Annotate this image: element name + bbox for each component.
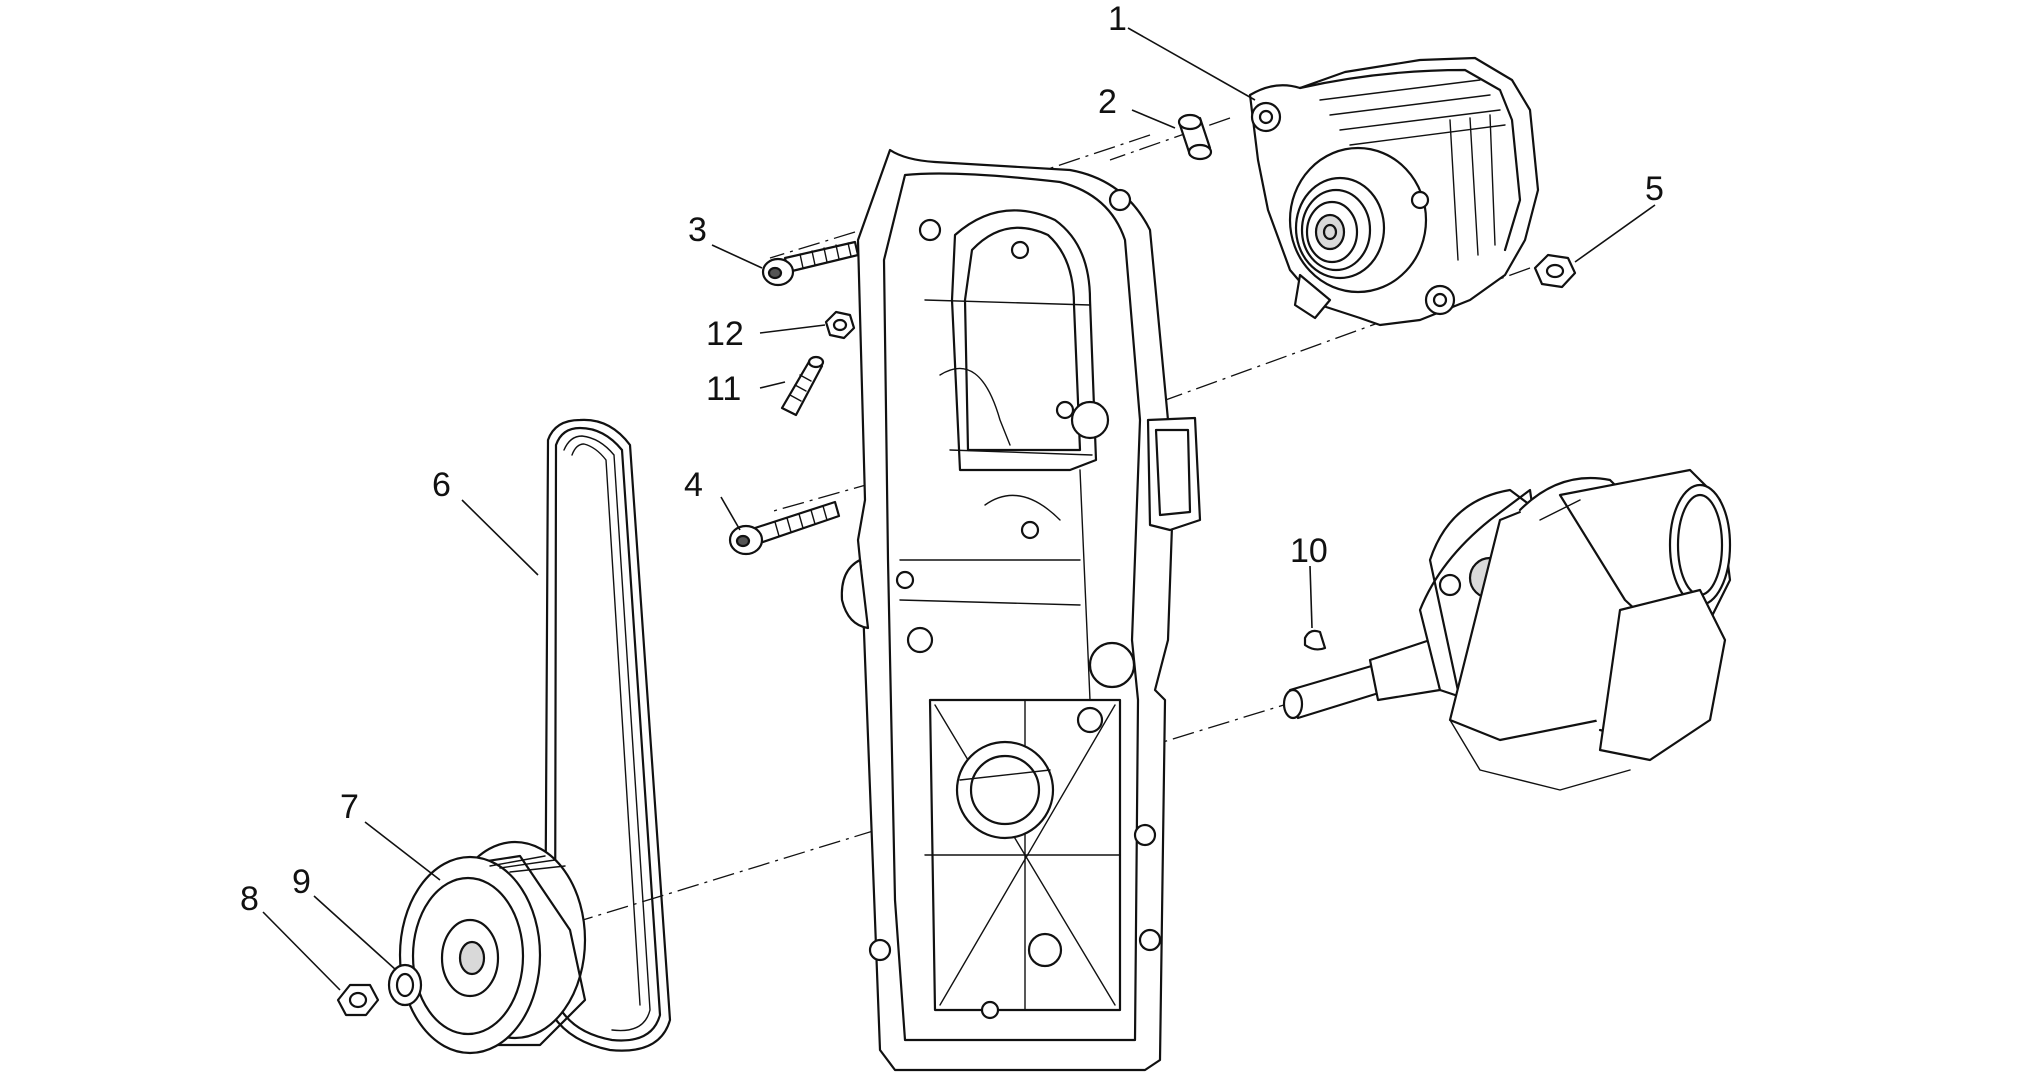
leader-6	[461, 499, 539, 576]
nut-12	[824, 310, 856, 340]
crankshaft-pulley	[398, 840, 587, 1055]
woodruff-key	[1303, 629, 1327, 651]
crankshaft	[1282, 468, 1732, 791]
callout-11: 11	[706, 370, 741, 408]
leader-5	[1574, 204, 1656, 263]
callout-6: 6	[432, 466, 451, 504]
bolt-3	[761, 240, 860, 287]
callout-9: 9	[292, 863, 311, 901]
callout-8: 8	[240, 880, 259, 918]
callout-5: 5	[1645, 170, 1664, 208]
callout-2: 2	[1098, 83, 1117, 121]
timing-cover	[840, 148, 1202, 1072]
alternator	[1248, 56, 1540, 327]
axis-alternator-upper	[1109, 117, 1231, 161]
bolt-4	[728, 500, 841, 556]
callout-7: 7	[340, 788, 359, 826]
leader-1	[1127, 27, 1256, 101]
callout-4: 4	[684, 466, 703, 504]
nut-5	[1533, 253, 1577, 289]
callout-1: 1	[1108, 0, 1127, 38]
leader-lines	[262, 27, 1656, 991]
callout-12: 12	[706, 315, 744, 353]
stud-11	[780, 355, 825, 417]
leader-7	[364, 821, 441, 881]
leader-11	[759, 381, 786, 389]
callouts: 1 2 3 4 5 6 7 8 9 10 11 12	[240, 0, 1664, 918]
axis-spacer	[1029, 134, 1151, 176]
drive-belt	[543, 418, 672, 1052]
axis-bolt-3	[769, 231, 856, 259]
leader-4	[720, 496, 741, 531]
leader-2	[1131, 109, 1176, 129]
spacer-bushing	[1177, 113, 1213, 161]
leader-10	[1309, 565, 1313, 629]
callout-3: 3	[688, 211, 707, 249]
nut-8	[336, 983, 380, 1017]
callout-10: 10	[1290, 532, 1328, 570]
leader-12	[759, 324, 826, 334]
washer-9	[387, 963, 423, 1007]
leader-8	[262, 911, 341, 991]
leader-9	[313, 895, 397, 971]
leader-3	[711, 244, 763, 269]
